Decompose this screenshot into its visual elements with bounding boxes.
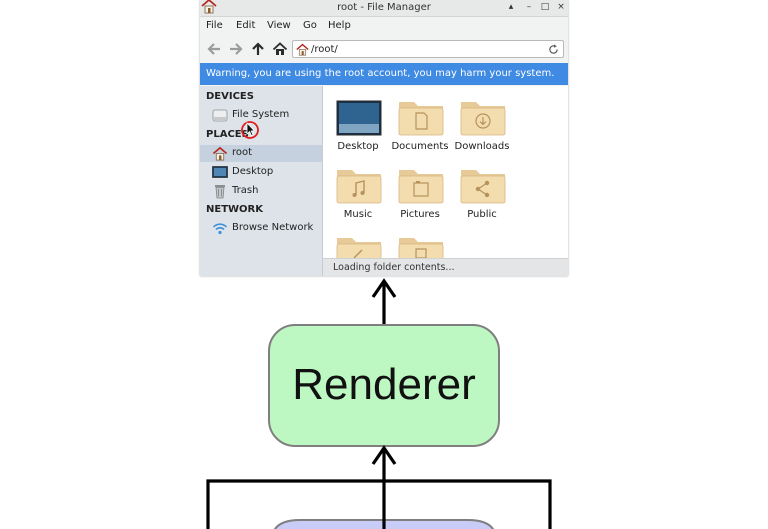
sidebar-item-root[interactable]: root: [200, 145, 322, 162]
sidebar-item-label: Desktop: [232, 166, 274, 177]
input-bracket: [206, 479, 552, 529]
window-title: root - File Manager: [337, 2, 431, 13]
shade-button[interactable]: ▴: [508, 2, 514, 12]
sidebar-item-label: Browse Network: [232, 222, 314, 233]
root-warning-banner: Warning, you are using the root account,…: [200, 63, 568, 85]
folder-label: Documents: [391, 141, 449, 152]
folder-tile[interactable]: Downloads: [451, 86, 513, 152]
folder-tile[interactable]: [389, 222, 451, 258]
menu-bar: File Edit View Go Help: [200, 17, 568, 36]
folder-tile[interactable]: Documents: [389, 86, 451, 152]
sidebar-item-browse-network[interactable]: Browse Network: [210, 220, 318, 237]
home-icon: [201, 0, 217, 17]
title-bar: root - File Manager ▴ – □ ×: [200, 0, 568, 17]
places-heading: PLACES: [206, 129, 249, 140]
back-arrow-icon[interactable]: [206, 41, 222, 57]
menu-view[interactable]: View: [267, 20, 291, 31]
status-text: Loading folder contents...: [333, 262, 455, 273]
pictures-folder-icon: [398, 166, 444, 209]
renderer-input-arrowhead: [371, 445, 397, 465]
folder-label: Pictures: [400, 209, 440, 220]
renderer-label: Renderer: [292, 360, 476, 409]
folder-tile[interactable]: Pictures: [389, 154, 451, 220]
menu-edit[interactable]: Edit: [236, 20, 256, 31]
menu-file[interactable]: File: [206, 20, 223, 31]
drive-icon: [212, 108, 228, 123]
home-icon: [296, 43, 309, 59]
wifi-icon: [212, 221, 228, 236]
sidebar-item-file-system[interactable]: File System: [210, 107, 318, 124]
status-bar: Loading folder contents...: [323, 258, 568, 276]
sidebar: DEVICES File System PLACES root: [200, 86, 323, 276]
desktop-folder-icon: [336, 98, 382, 141]
sidebar-item-label: File System: [232, 109, 290, 120]
folder-icon: [398, 234, 444, 258]
close-button[interactable]: ×: [557, 2, 565, 12]
toolbar: /root/: [200, 36, 568, 62]
home-icon: [212, 146, 228, 161]
folder-tile[interactable]: Public: [451, 154, 513, 220]
reload-icon[interactable]: [548, 44, 559, 58]
sidebar-item-label: root: [232, 147, 253, 158]
sidebar-item-label: Trash: [232, 185, 259, 196]
folder-tile[interactable]: Music: [327, 154, 389, 220]
folder-label: Desktop: [337, 141, 379, 152]
address-text: /root/: [311, 44, 338, 55]
devices-heading: DEVICES: [206, 91, 254, 102]
music-folder-icon: [336, 166, 382, 209]
sidebar-item-desktop[interactable]: Desktop: [210, 164, 318, 181]
trash-icon: [212, 184, 228, 199]
folder-view: Desktop Documents Downloads: [323, 86, 568, 258]
mouse-cursor-icon: [238, 118, 260, 144]
forward-arrow-icon[interactable]: [228, 41, 244, 57]
renderer-output-arrowhead: [371, 278, 397, 298]
folder-tile[interactable]: Desktop: [327, 86, 389, 152]
folder-label: Public: [467, 209, 497, 220]
menu-go[interactable]: Go: [303, 20, 317, 31]
folder-tile[interactable]: [327, 222, 389, 258]
home-button-icon[interactable]: [272, 41, 288, 57]
folder-label: Music: [343, 209, 373, 220]
public-folder-icon: [460, 166, 506, 209]
folder-icon: [336, 234, 382, 258]
menu-help[interactable]: Help: [328, 20, 351, 31]
warning-text: Warning, you are using the root account,…: [206, 68, 555, 79]
maximize-button[interactable]: □: [540, 2, 550, 12]
file-manager-window: root - File Manager ▴ – □ × File Edit Vi…: [200, 0, 568, 276]
network-heading: NETWORK: [206, 204, 264, 215]
folder-label: Downloads: [454, 141, 510, 152]
address-bar[interactable]: /root/: [292, 40, 564, 58]
desktop-icon: [212, 165, 228, 180]
sidebar-item-trash[interactable]: Trash: [210, 183, 318, 200]
documents-folder-icon: [398, 98, 444, 141]
downloads-folder-icon: [460, 98, 506, 141]
up-arrow-icon[interactable]: [250, 41, 266, 57]
minimize-button[interactable]: –: [526, 2, 532, 12]
